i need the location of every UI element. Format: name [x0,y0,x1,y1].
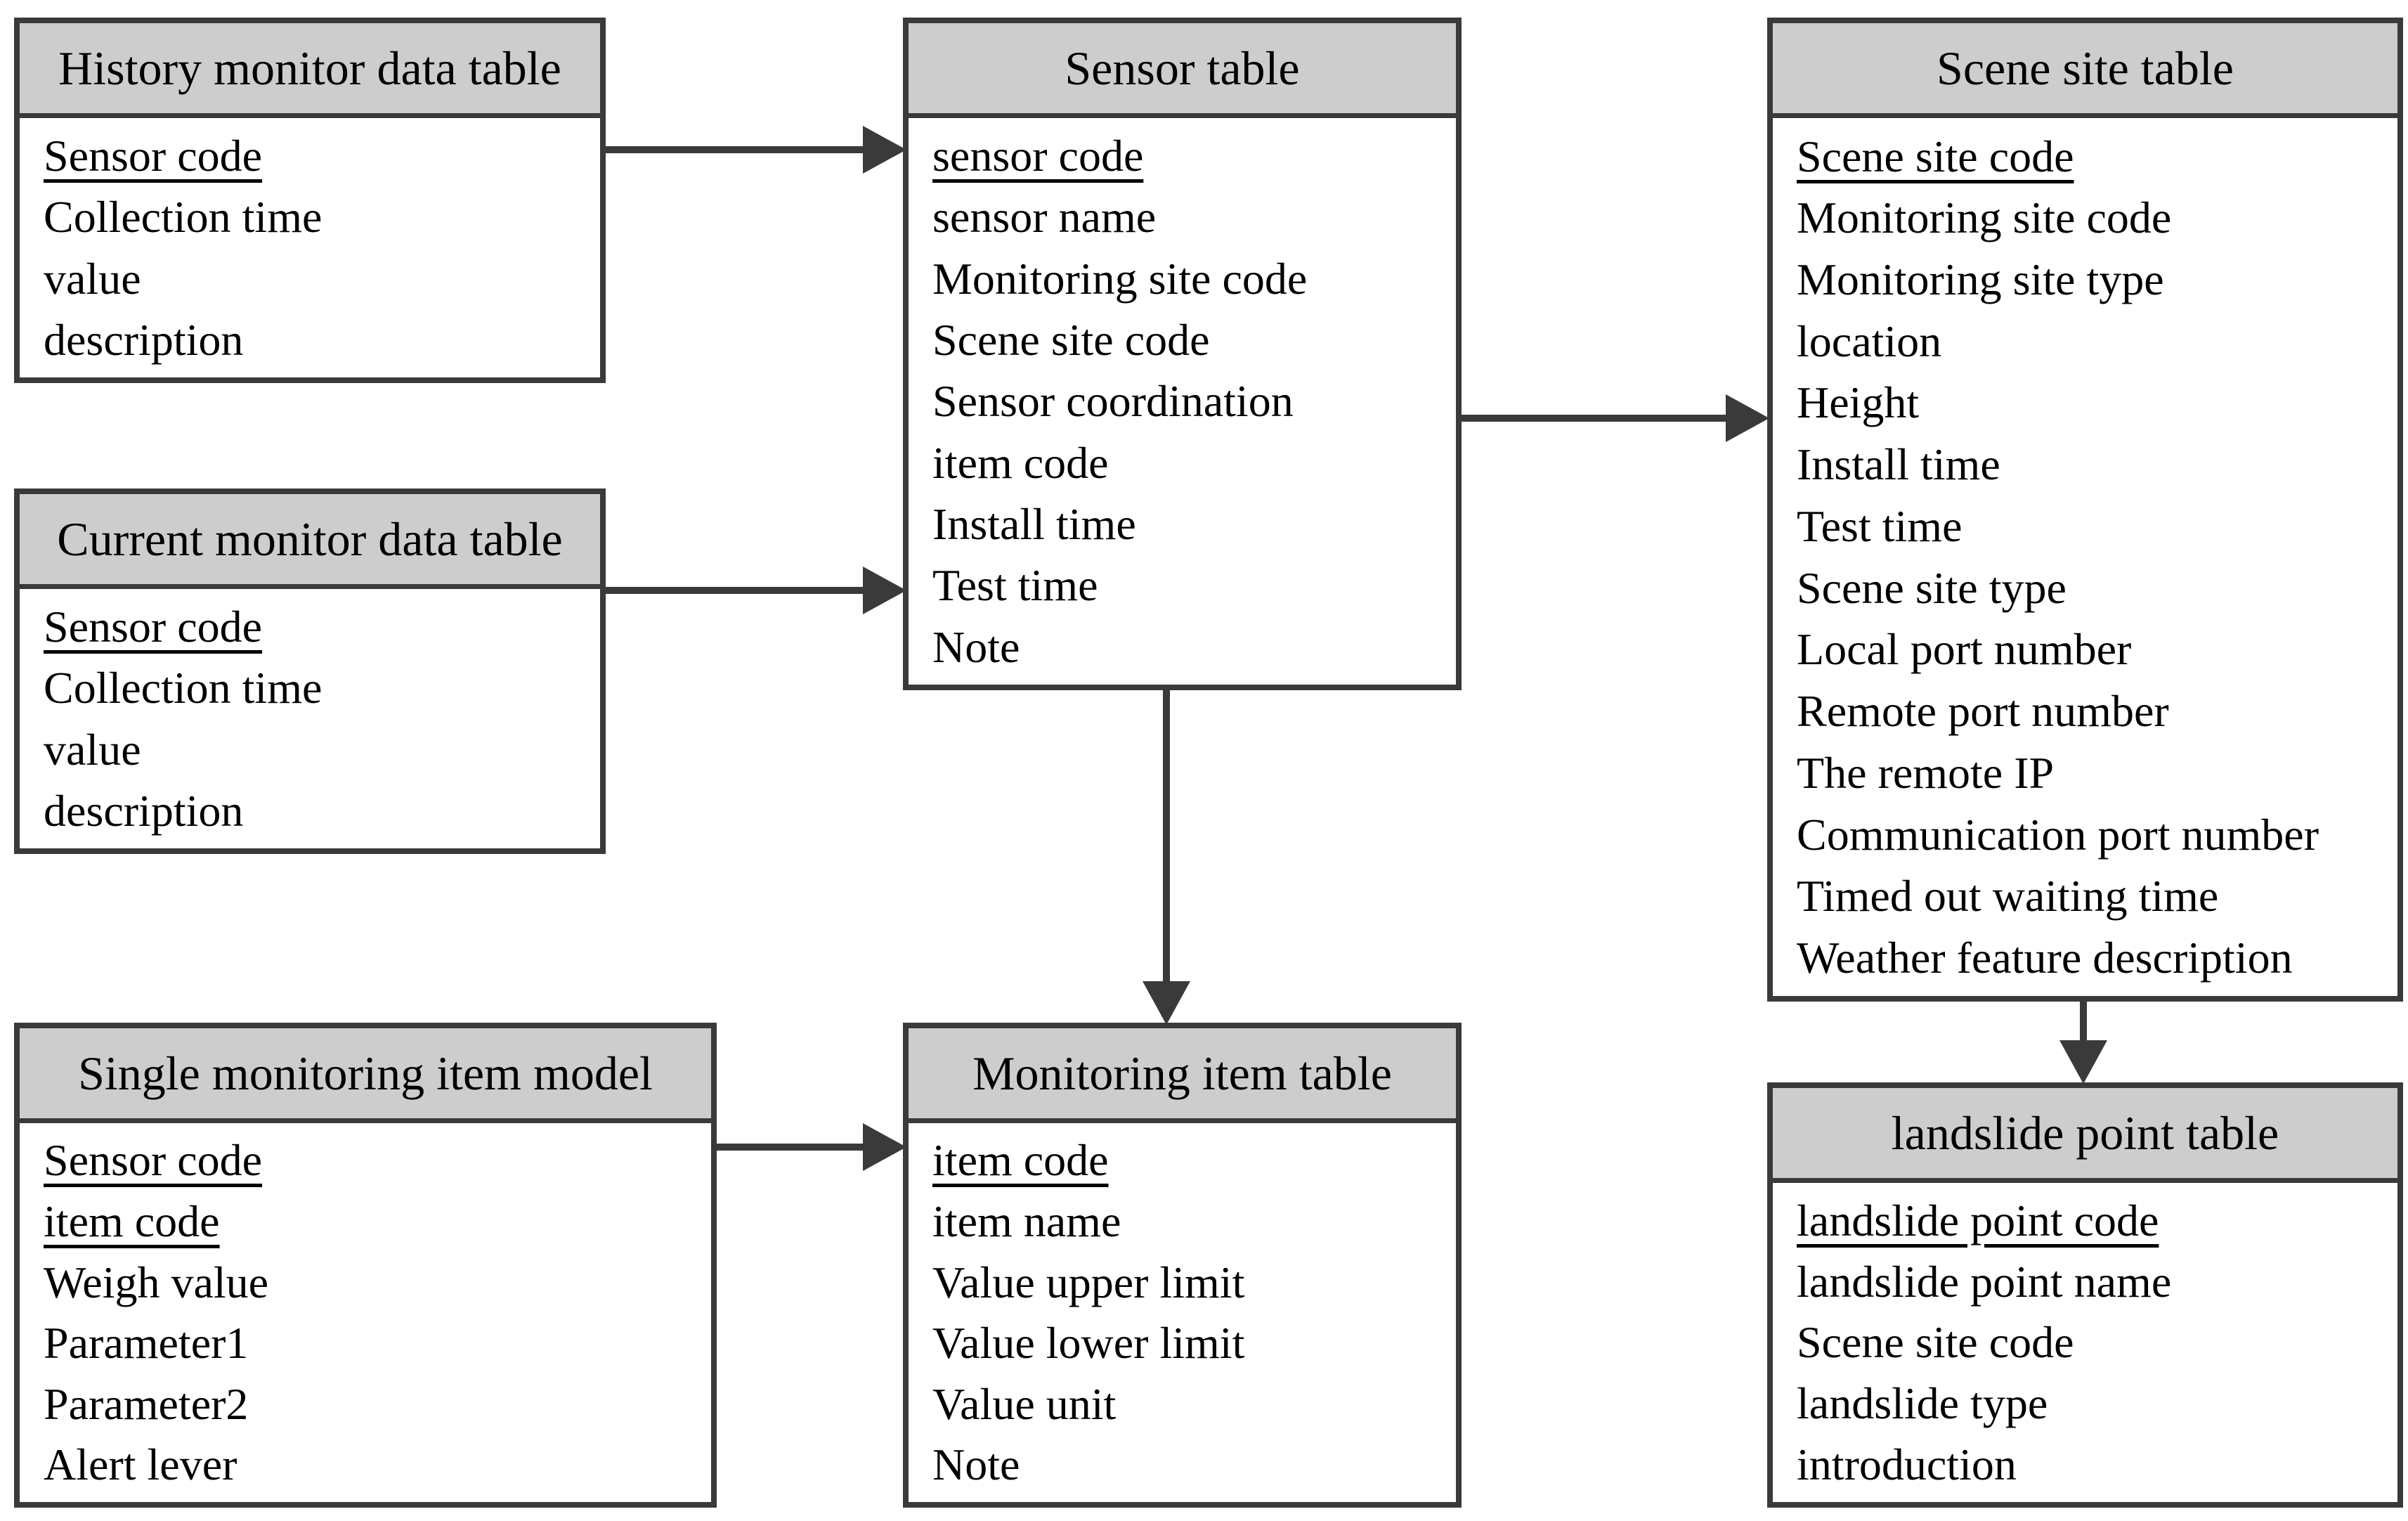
field-list-landslide: landslide point code landslide point name… [1773,1183,2397,1502]
field-row: Scene site code [932,315,1210,365]
field-row: Note [932,1439,1020,1490]
field-row-primary-key: sensor code [932,131,1144,181]
field-row: Test time [1797,500,1963,551]
field-row-primary-key: item code [44,1196,220,1246]
field-row: sensor name [932,192,1157,242]
field-row: Note [932,621,1020,672]
field-row: value [44,253,141,304]
field-row: Collection time [44,192,323,242]
field-row: description [44,785,244,836]
table-title-landslide: landslide point table [1773,1088,2397,1183]
field-row: Parameter2 [44,1378,249,1429]
field-row-primary-key: Sensor code [44,602,263,652]
field-row: landslide type [1797,1378,2048,1429]
arrow-line [603,587,864,594]
field-row: Value upper limit [932,1257,1245,1307]
field-row: Local port number [1797,624,2132,675]
table-title-single: Single monitoring item model [20,1028,711,1123]
field-row: Weather feature description [1797,933,2293,983]
entity-monitoring-item-table: Monitoring item table item code item name… [903,1023,1462,1508]
table-title-current: Current monitor data table [20,494,600,589]
arrow-line [2080,999,2087,1042]
field-row: Weigh value [44,1257,269,1307]
field-row: introduction [1797,1439,2017,1490]
field-row: Communication port number [1797,809,2319,860]
field-row: value [44,724,141,775]
arrowhead-right-icon [863,567,906,614]
field-row: Test time [932,560,1098,611]
field-row: Monitoring site code [932,253,1308,304]
field-row-primary-key: Sensor code [44,131,263,181]
field-row: Monitoring site type [1797,254,2164,305]
field-row: Collection time [44,663,323,713]
arrow-line [603,146,864,153]
field-row: Timed out waiting time [1797,871,2219,921]
table-title-monitem: Monitoring item table [909,1028,1456,1123]
field-row: Sensor coordination [932,376,1294,427]
arrowhead-right-icon [863,1123,906,1171]
field-row: Install time [932,499,1136,549]
arrowhead-down-icon [2059,1040,2107,1084]
table-title-history: History monitor data table [20,23,600,118]
field-row: Install time [1797,439,2000,490]
field-row-primary-key: Scene site code [1797,131,2074,181]
entity-landslide-point-table: landslide point table landslide point co… [1767,1082,2403,1508]
field-row-primary-key: landslide point code [1797,1195,2159,1245]
field-row-primary-key: item code [932,1135,1109,1186]
field-row: Parameter1 [44,1318,249,1368]
field-row: Height [1797,377,1920,428]
field-row: Value lower limit [932,1318,1245,1368]
field-row: item code [932,437,1109,488]
field-row: The remote IP [1797,747,2055,798]
table-title-scene: Scene site table [1773,23,2397,118]
field-row: location [1797,316,1942,366]
arrowhead-right-icon [863,126,906,174]
field-row: landslide point name [1797,1256,2172,1307]
arrowhead-right-icon [1726,394,1769,442]
arrow-line [715,1144,864,1151]
field-row: Scene site type [1797,562,2067,613]
arrowhead-down-icon [1143,981,1190,1025]
entity-single-monitoring-item-model: Single monitoring item model Sensor code… [14,1023,717,1508]
field-row: Monitoring site code [1797,193,2172,243]
field-row: item name [932,1196,1121,1246]
field-row: Scene site code [1797,1317,2074,1368]
arrow-line [1163,687,1170,984]
table-title-sensor: Sensor table [909,23,1456,118]
field-row: Remote port number [1797,686,2169,737]
arrow-line [1459,415,1727,422]
field-row: description [44,314,244,365]
field-row: Value unit [932,1378,1117,1429]
field-row: Alert lever [44,1439,237,1490]
field-row-primary-key: Sensor code [44,1135,263,1186]
